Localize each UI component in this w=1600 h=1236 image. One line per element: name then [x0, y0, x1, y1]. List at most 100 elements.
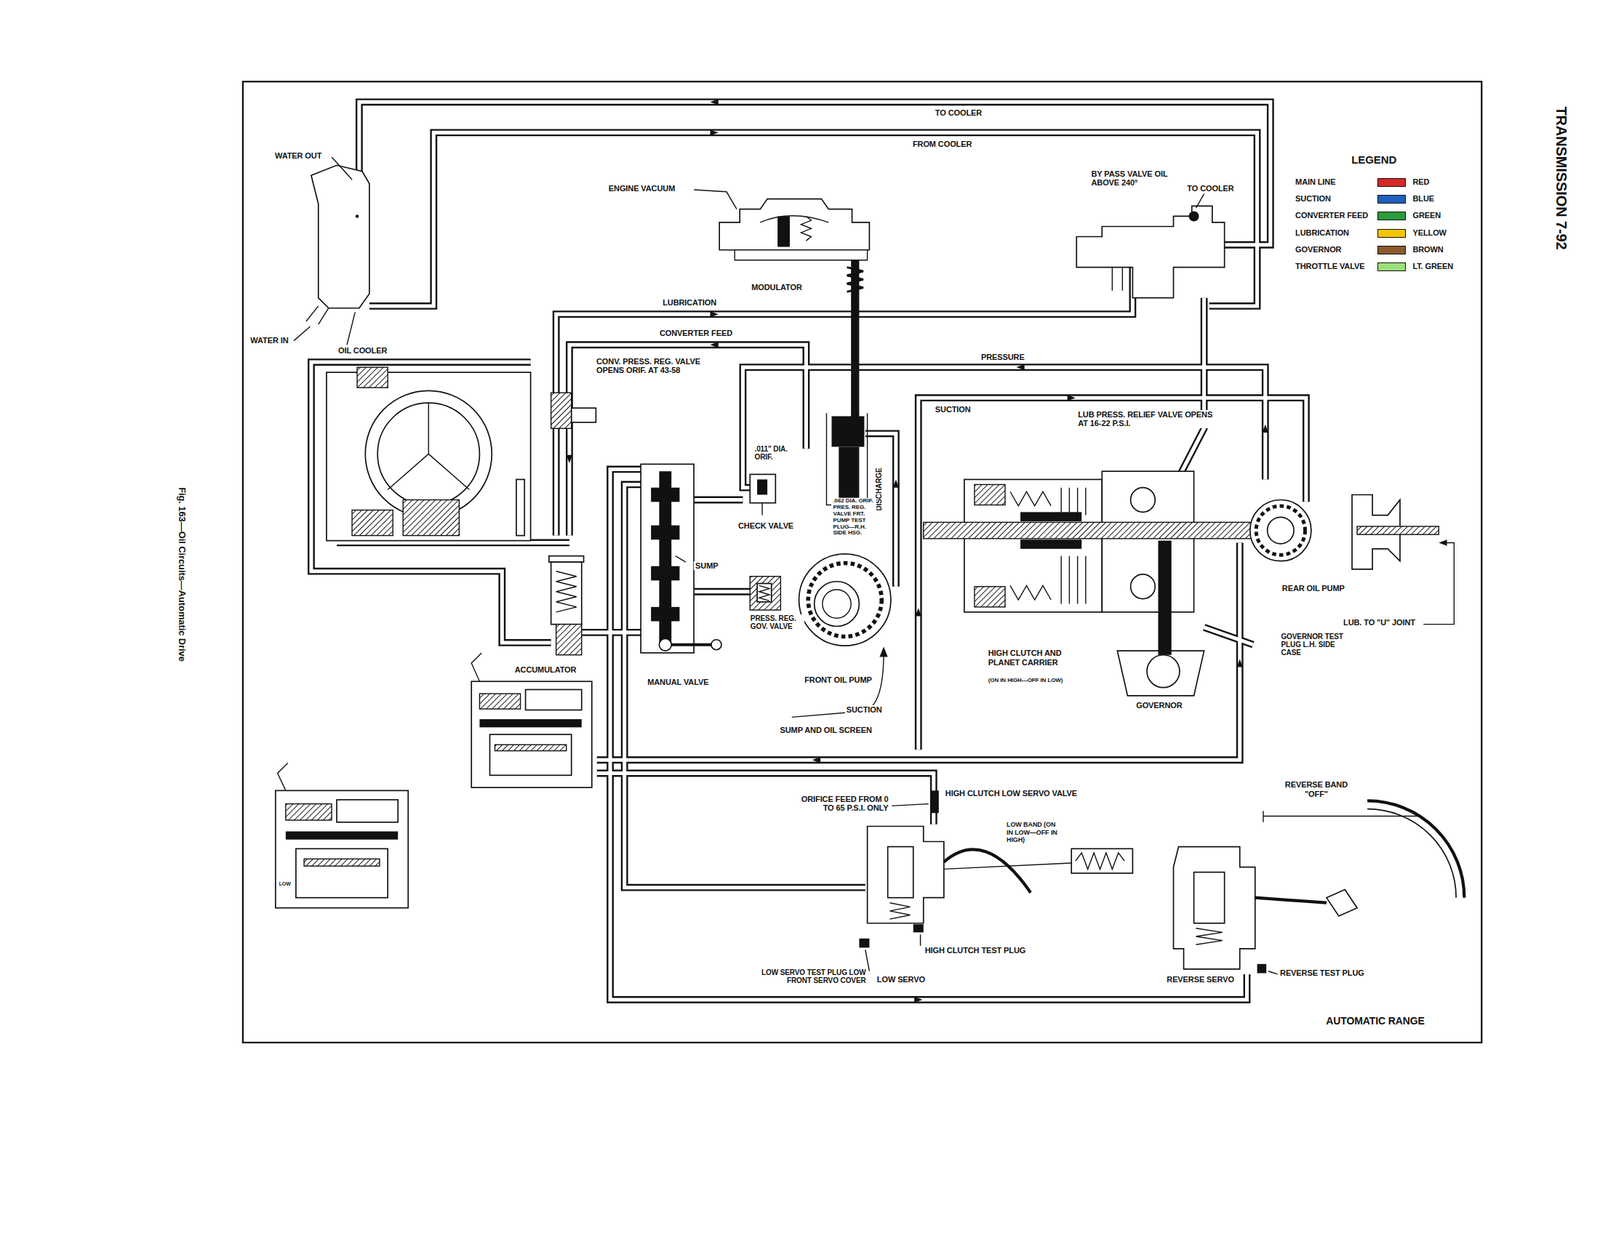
front-oil-pump-part [792, 653, 884, 718]
front-oil-pump-part [808, 562, 882, 637]
bypass-valve-part [1189, 210, 1200, 222]
u-joint-part [1438, 539, 1447, 546]
converter-pressure-valve-part [571, 408, 597, 423]
low-servo [858, 790, 1133, 971]
part-label: GOVERNOR [1134, 701, 1184, 710]
oil-cooler-part [346, 312, 355, 345]
valve-body-part [285, 804, 332, 821]
torque-converter-part [377, 402, 480, 505]
modulator-part [777, 216, 790, 247]
valve-body-part [275, 790, 408, 908]
legend-text: GOVERNOR [1293, 245, 1343, 254]
reverse-servo-part [1326, 889, 1358, 916]
part-label: HIGH CLUTCH TEST PLUG [923, 946, 1027, 955]
torque-converter-part [387, 402, 470, 490]
low-servo-part [888, 847, 914, 899]
part-label: MANUAL VALVE [645, 677, 710, 687]
reverse-servo-part [1255, 898, 1327, 904]
high-clutch-assembly-part [1020, 539, 1082, 550]
part-label: CONV. PRESS. REG. VALVE OPENS ORIF. AT 4… [594, 357, 716, 376]
part-label: PRESSURE [979, 352, 1027, 362]
governor [1117, 541, 1204, 696]
oil-cooler [293, 157, 370, 345]
valve-body [275, 653, 592, 909]
converter-pressure-valve [551, 392, 597, 429]
reverse-servo-part [1268, 971, 1278, 975]
part-label: BLUE [1410, 194, 1436, 203]
high-clutch-assembly-part [923, 522, 1256, 539]
modulator-part [760, 216, 829, 223]
part-label: TO COOLER [1185, 184, 1235, 193]
front-oil-pump [792, 554, 891, 718]
part-label: REVERSE SERVO [1165, 975, 1236, 984]
legend-text: LUBRICATION [1293, 228, 1351, 238]
part-label: ENGINE VACUUM [607, 184, 677, 193]
high-clutch-assembly-part [1101, 471, 1194, 613]
high-clutch-assembly-part [1010, 491, 1051, 507]
part-label: LOW SERVO TEST PLUG LOW FRONT SERVO COVE… [749, 968, 868, 985]
front-oil-pump-part [822, 589, 851, 619]
reverse-servo-part [1263, 810, 1419, 822]
modulator-part [800, 216, 811, 241]
manual-valve-part [658, 638, 672, 651]
part-label: REVERSE BAND "OFF" [1277, 780, 1356, 799]
part-label: HIGH CLUTCH LOW SERVO VALVE [944, 789, 1079, 798]
u-joint-part [1423, 542, 1454, 624]
part-label: HIGH CLUTCH AND PLANET CARRIER [986, 648, 1094, 667]
valve-body-part [525, 689, 582, 710]
legend-swatch [1377, 229, 1406, 238]
modulator-part [734, 250, 867, 261]
check-valve-part [761, 503, 763, 516]
torque-converter-part [357, 367, 388, 388]
accumulator-part [551, 562, 582, 625]
high-clutch-assembly-part [1010, 585, 1051, 600]
part-label: REVERSE TEST PLUG [1278, 968, 1366, 978]
pressure-regulator-valve-part [826, 413, 867, 505]
torque-converter-part [352, 510, 393, 536]
reverse-servo-part [1173, 847, 1256, 970]
oil-cooler-part [306, 306, 329, 325]
page-header: TRANSMISSION 7-92 [1553, 104, 1570, 251]
part-label: LUB. TO "U" JOINT [1341, 618, 1417, 627]
torque-converter [326, 367, 531, 542]
valve-body-part [479, 693, 520, 710]
legend-swatch [1377, 245, 1406, 255]
rear-oil-pump-part [1267, 517, 1294, 544]
valve-body-part [336, 800, 398, 823]
governor-part [1117, 650, 1204, 696]
torque-converter-part [365, 390, 492, 518]
part-label: RED [1410, 177, 1431, 187]
page-frame [242, 81, 1482, 1043]
accumulator [549, 556, 584, 656]
manual-valve-part [650, 525, 680, 541]
manual-valve-part [675, 556, 686, 563]
governor-pressure-valve-part [759, 585, 770, 601]
low-servo-part [944, 863, 1072, 870]
part-label: .011" DIA. ORIF. [752, 445, 801, 462]
part-label: CONVERTER FEED [658, 328, 734, 338]
high-clutch-assembly-part [1130, 574, 1156, 600]
part-label: CHECK VALVE [736, 521, 795, 531]
low-servo-part [865, 804, 929, 972]
part-label: LUB PRESS. RELIEF VALVE OPENS AT 16-22 P… [1076, 410, 1224, 429]
part-label: WATER OUT [273, 151, 323, 160]
valve-body-part [277, 762, 288, 791]
governor-pressure-valve-part [749, 576, 781, 611]
high-clutch-assembly-part [1020, 512, 1082, 522]
oil-channel [311, 101, 1307, 1000]
reverse-servo-part [1367, 800, 1464, 898]
flow-arrow-part [1262, 424, 1269, 433]
front-oil-pump-part [799, 554, 891, 646]
rear-oil-pump [1250, 499, 1312, 561]
drawing [242, 81, 1482, 1043]
flow-arrow-part [710, 129, 719, 136]
flow-arrow-part [1067, 394, 1076, 401]
part-label: (ON IN HIGH—OFF IN LOW) [986, 677, 1065, 685]
manual-valve-part [650, 566, 680, 582]
bypass-valve [1076, 194, 1224, 299]
u-joint-part [1357, 526, 1439, 535]
modulator-part [719, 199, 870, 251]
part-label: SUCTION [845, 705, 884, 715]
valve-body-part [471, 681, 592, 788]
part-label: DISCHARGE [875, 466, 884, 513]
